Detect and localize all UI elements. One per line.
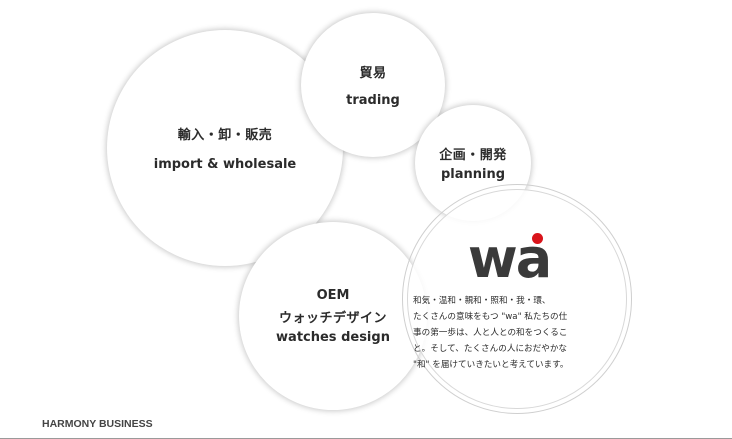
wa-description-line: と。そして、たくさんの人におだやかな bbox=[413, 344, 568, 354]
wa-description: 和気・温和・親和・照和・我・環、 たくさんの意味をもつ "wa" 私たちの仕 事… bbox=[413, 293, 613, 373]
oem-label: OEM bbox=[316, 287, 350, 303]
planning-en-label: planning bbox=[440, 167, 506, 182]
import-wholesale-jp-label: 輸入・卸・販売 bbox=[177, 128, 273, 143]
wa-description-line: 事の第一歩は、人と人との和をつくるこ bbox=[413, 328, 568, 338]
oem-circle[interactable]: OEM ウォッチデザイン watches design bbox=[239, 222, 427, 410]
wa-red-dot-icon bbox=[532, 233, 543, 244]
watches-design-en-label: watches design bbox=[276, 329, 390, 345]
wa-inner-ring bbox=[407, 189, 627, 409]
import-wholesale-en-label: import & wholesale bbox=[153, 157, 297, 172]
wa-concept-circle: wa 和気・温和・親和・照和・我・環、 たくさんの意味をもつ "wa" 私たちの… bbox=[402, 184, 632, 414]
wa-description-line: たくさんの意味をもつ "wa" 私たちの仕 bbox=[413, 312, 568, 322]
trading-circle[interactable]: 貿易 trading bbox=[301, 13, 445, 157]
footer-title: HARMONY BUSINESS bbox=[42, 418, 153, 430]
footer-bar: HARMONY BUSINESS bbox=[0, 416, 732, 439]
wa-logo: wa bbox=[467, 227, 552, 290]
watch-design-jp-label: ウォッチデザイン bbox=[278, 310, 387, 326]
wa-description-line: 和気・温和・親和・照和・我・環、 bbox=[413, 296, 551, 306]
planning-jp-label: 企画・開発 bbox=[439, 148, 507, 163]
wa-description-line: "和" を届けていきたいと考えています。 bbox=[413, 360, 569, 370]
trading-jp-label: 貿易 bbox=[359, 66, 387, 81]
trading-en-label: trading bbox=[346, 93, 400, 108]
